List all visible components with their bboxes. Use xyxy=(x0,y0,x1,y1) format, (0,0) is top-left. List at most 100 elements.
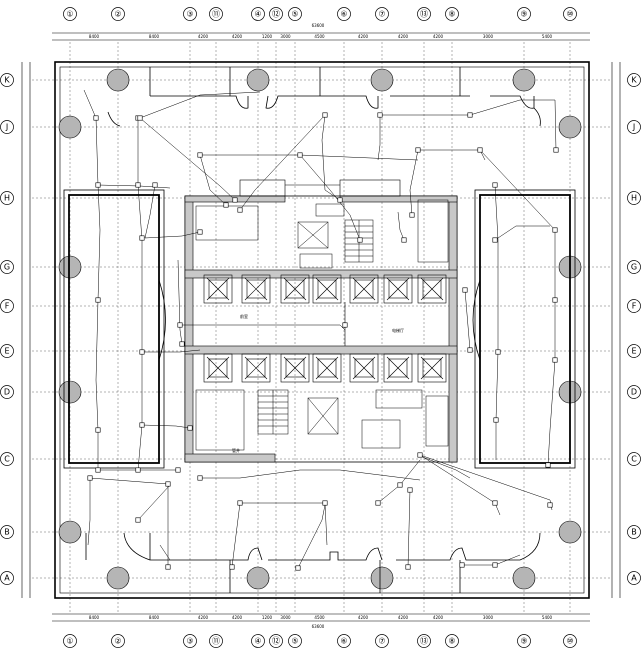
device-box xyxy=(462,287,468,293)
elevator-car xyxy=(203,353,233,383)
device-box xyxy=(187,425,193,431)
svg-text:②: ② xyxy=(114,637,121,646)
column xyxy=(58,115,82,139)
dim-text-top: 4500 xyxy=(314,34,325,39)
device-box xyxy=(415,147,421,153)
axis-bubble-top: ④ xyxy=(251,7,265,21)
device-box xyxy=(135,182,141,188)
svg-text:③: ③ xyxy=(186,637,193,646)
elevator-car xyxy=(280,353,310,383)
device-box xyxy=(547,502,553,508)
svg-text:J: J xyxy=(632,123,635,132)
svg-text:④: ④ xyxy=(254,637,261,646)
dim-text-top: 5400 xyxy=(542,34,553,39)
device-box xyxy=(492,182,498,188)
svg-text:J: J xyxy=(5,123,8,132)
device-box xyxy=(552,227,558,233)
column xyxy=(58,380,82,404)
right-atrium xyxy=(472,189,576,469)
svg-text:H: H xyxy=(4,194,10,203)
dim-text-top: 4200 xyxy=(198,34,209,39)
svg-text:⑧: ⑧ xyxy=(448,10,455,19)
column xyxy=(58,520,82,544)
device-box xyxy=(295,565,301,571)
device-box xyxy=(139,349,145,355)
svg-text:C: C xyxy=(631,455,637,464)
svg-text:F: F xyxy=(632,302,637,311)
dim-text-top: 3000 xyxy=(280,34,291,39)
axis-bubble-top: ⑤ xyxy=(288,7,302,21)
axis-bubble-top: ⑬ xyxy=(417,7,431,21)
svg-text:①: ① xyxy=(66,10,73,19)
device-box xyxy=(165,481,171,487)
column xyxy=(246,566,270,590)
device-box xyxy=(493,417,499,423)
device-box xyxy=(342,322,348,328)
elevator-car xyxy=(312,274,342,304)
device-box xyxy=(139,422,145,428)
axis-bubble-bottom: ⑨ xyxy=(517,634,531,648)
column xyxy=(106,68,130,92)
axis-bubble-left: B xyxy=(0,525,14,539)
svg-text:⑫: ⑫ xyxy=(272,10,280,19)
device-box xyxy=(467,112,473,118)
axis-bubble-top: ① xyxy=(63,7,77,21)
elevator-car xyxy=(280,274,310,304)
elevator-car xyxy=(241,274,271,304)
device-box xyxy=(177,322,183,328)
elevator-car xyxy=(417,353,447,383)
elevator-car xyxy=(312,353,342,383)
svg-text:A: A xyxy=(4,574,10,583)
axis-bubble-top: ⑨ xyxy=(517,7,531,21)
dim-total-top: 63600 xyxy=(312,23,325,28)
device-box xyxy=(95,182,101,188)
svg-text:⑧: ⑧ xyxy=(448,637,455,646)
device-box xyxy=(197,152,203,158)
device-box xyxy=(467,347,473,353)
svg-text:⑫: ⑫ xyxy=(272,637,280,646)
device-box xyxy=(152,182,158,188)
axis-bubble-left: C xyxy=(0,452,14,466)
elevator-car xyxy=(349,274,379,304)
axis-bubble-left: E xyxy=(0,344,14,358)
device-box xyxy=(409,212,415,218)
axis-bubble-top: ⑥ xyxy=(337,7,351,21)
svg-text:⑪: ⑪ xyxy=(212,10,220,19)
svg-text:⑦: ⑦ xyxy=(378,10,385,19)
dim-text-bottom: 4500 xyxy=(314,615,325,620)
elevator-car xyxy=(417,274,447,304)
svg-text:B: B xyxy=(631,528,637,537)
device-box xyxy=(322,500,328,506)
dim-text-bottom: 3000 xyxy=(483,615,494,620)
device-box xyxy=(397,482,403,488)
dim-text-bottom: 1200 xyxy=(262,615,273,620)
svg-text:⑤: ⑤ xyxy=(291,10,298,19)
svg-text:E: E xyxy=(631,347,636,356)
dimension-texts: 8400840084008400420042004200420012001200… xyxy=(89,34,553,620)
svg-text:H: H xyxy=(631,194,637,203)
devices xyxy=(87,112,559,571)
axis-bubble-bottom: ② xyxy=(111,634,125,648)
axis-bubble-top: ⑧ xyxy=(445,7,459,21)
device-box xyxy=(165,564,171,570)
dim-text-top: 4200 xyxy=(232,34,243,39)
dim-text-bottom: 4200 xyxy=(398,615,409,620)
device-box xyxy=(197,229,203,235)
device-box xyxy=(337,197,343,203)
device-box xyxy=(322,112,328,118)
device-box xyxy=(135,517,141,523)
device-box xyxy=(139,235,145,241)
axis-bubble-right: H xyxy=(627,191,641,205)
column xyxy=(370,68,394,92)
svg-text:F: F xyxy=(5,302,10,311)
svg-text:C: C xyxy=(4,455,10,464)
dim-text-top: 8400 xyxy=(89,34,100,39)
axis-bubble-top: ⑫ xyxy=(269,7,283,21)
axis-grid xyxy=(32,42,610,612)
axis-bubble-top: ⑪ xyxy=(209,7,223,21)
axis-bubble-left: K xyxy=(0,73,14,87)
elevator-car xyxy=(383,274,413,304)
axis-bubble-bottom: ⑩ xyxy=(563,634,577,648)
